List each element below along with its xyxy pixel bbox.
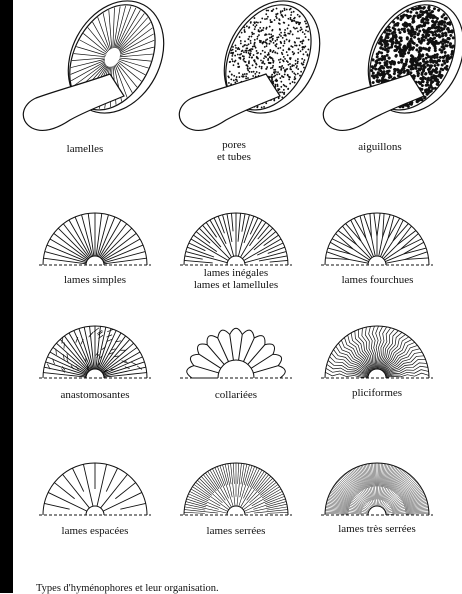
- label-lames-simples: lames simples: [40, 274, 150, 286]
- fan-lames-serrees: [174, 457, 298, 521]
- fan-lames-inegales: [174, 207, 298, 271]
- label-collariees: collariées: [181, 389, 291, 401]
- mushroom-aiguillons-illustration: [318, 2, 458, 142]
- label-lames-espacees: lames espacées: [40, 525, 150, 537]
- fan-lames-tres-serrees: [315, 457, 439, 521]
- fan-lames-fourchues: [315, 207, 439, 271]
- fan-anastomosantes: [33, 320, 157, 384]
- fan-lames-espacees: [33, 457, 157, 521]
- label-pores-et-tubes: pores et tubes: [204, 139, 264, 163]
- mushroom-lamelles-illustration: [18, 2, 168, 142]
- figure-caption: Types d'hyménophores et leur organisatio…: [36, 583, 219, 594]
- fan-pliciformes: [315, 320, 439, 384]
- label-anastomosantes: anastomosantes: [40, 389, 150, 401]
- label-lamelles: lamelles: [55, 143, 115, 155]
- left-black-bar: [0, 0, 13, 593]
- label-lames-serrees: lames serrées: [181, 525, 291, 537]
- label-lames-inegales: lames inégales lames et lamellules: [176, 267, 296, 291]
- fan-collariees: [174, 320, 298, 384]
- label-lames-fourchues: lames fourchues: [320, 274, 435, 286]
- label-pliciformes: pliciformes: [322, 387, 432, 399]
- fan-lames-simples: [33, 207, 157, 271]
- label-lames-tres-serrees: lames très serrées: [312, 523, 442, 535]
- label-aiguillons: aiguillons: [340, 141, 420, 153]
- mushroom-pores-illustration: [174, 2, 314, 142]
